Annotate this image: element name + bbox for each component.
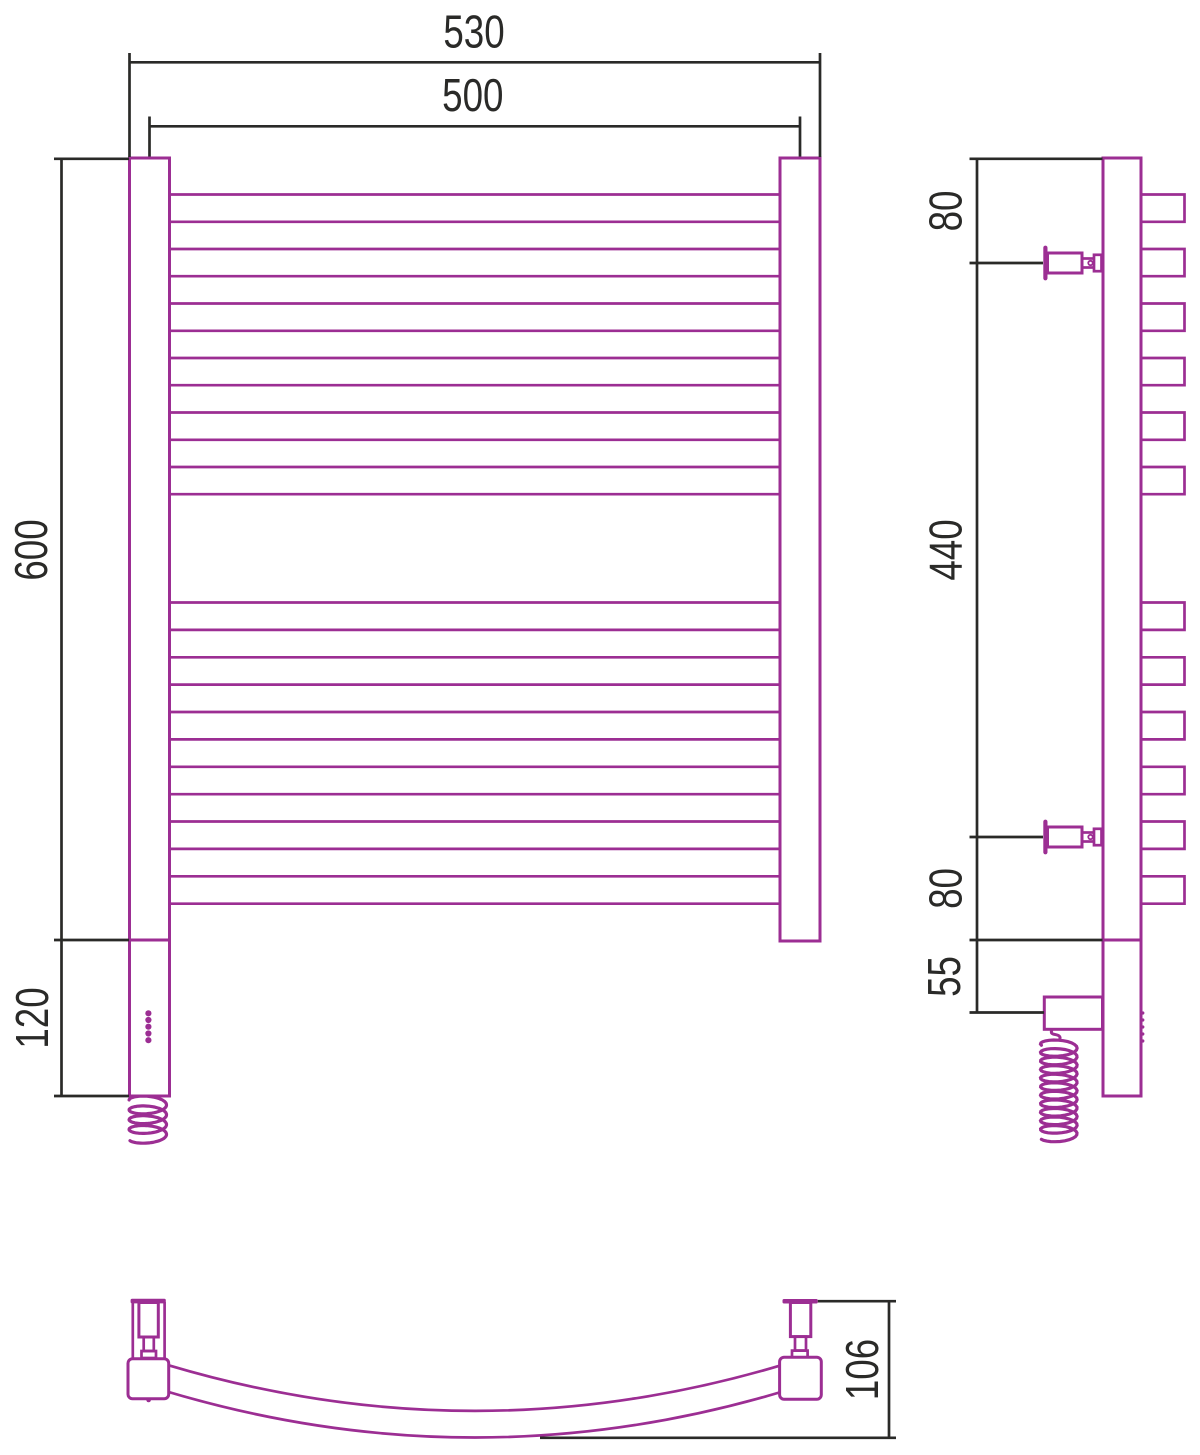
svg-text:530: 530 <box>443 5 504 57</box>
svg-text:120: 120 <box>6 987 58 1048</box>
svg-text:80: 80 <box>919 868 971 909</box>
svg-text:500: 500 <box>442 69 503 121</box>
svg-text:440: 440 <box>919 519 971 580</box>
svg-text:600: 600 <box>5 519 57 580</box>
svg-text:106: 106 <box>836 1339 888 1400</box>
svg-text:80: 80 <box>919 191 971 232</box>
svg-text:55: 55 <box>918 956 970 997</box>
